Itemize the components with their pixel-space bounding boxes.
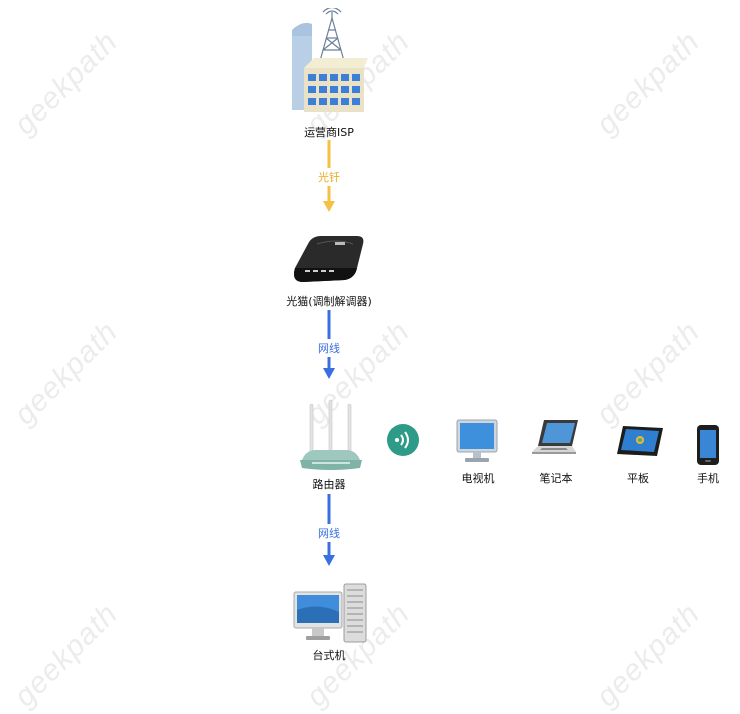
tablet-label: 平板	[627, 472, 649, 485]
connectors	[323, 140, 335, 566]
cable-edge-label: 网线	[316, 524, 342, 542]
router-label: 路由器	[312, 478, 346, 491]
tablet-icon	[617, 426, 663, 456]
isp-building-icon	[292, 8, 368, 112]
router-icon	[300, 399, 362, 470]
tv-label: 电视机	[461, 472, 495, 485]
desktop-icon	[293, 583, 367, 643]
wireless-signal-icon	[387, 424, 419, 456]
modem-icon	[294, 236, 364, 282]
modem-label: 光猫(调制解调器)	[286, 295, 372, 308]
desktop-label: 台式机	[312, 649, 346, 662]
phone-label: 手机	[697, 472, 719, 485]
fiber-edge-label: 光钎	[316, 168, 342, 186]
cable-edge-label: 网线	[316, 339, 342, 357]
phone-icon	[697, 425, 719, 465]
laptop-icon	[532, 420, 578, 454]
laptop-label: 笔记本	[539, 472, 573, 485]
tv-icon	[456, 419, 498, 462]
isp-label: 运营商ISP	[304, 126, 354, 139]
